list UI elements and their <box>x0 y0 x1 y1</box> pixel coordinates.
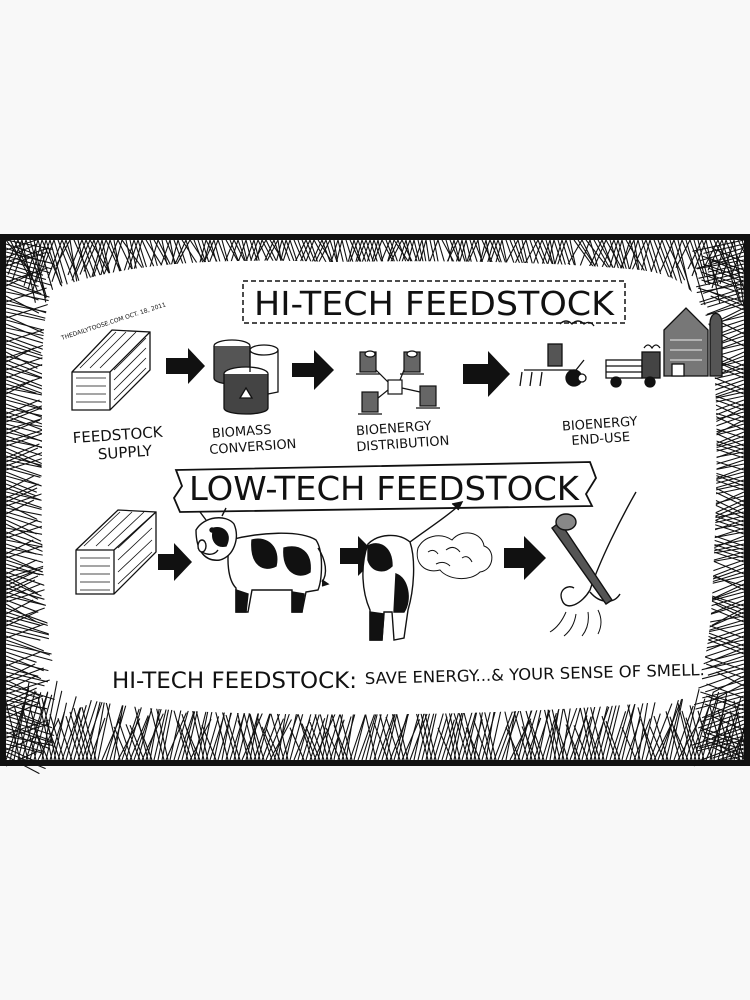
gas-cloud-icon <box>416 532 493 579</box>
arrow-icon <box>340 536 378 576</box>
arrow-icon <box>504 536 546 580</box>
distribution-network-icon <box>356 350 440 415</box>
cow-rear-icon <box>362 501 464 641</box>
step-label-biomass-conversion: BIOMASS CONVERSION <box>209 423 297 458</box>
step-label-feedstock-supply: FEEDSTOCK SUPPLY <box>72 423 164 464</box>
truck-icon <box>605 344 661 388</box>
nose-clothespin-icon <box>549 491 637 637</box>
step-label-bioenergy-end-use: BIOENERGY END-USE <box>562 414 638 449</box>
step-label-line1: BIOENERGY <box>356 419 432 439</box>
low-tech-title: LOW-TECH FEEDSTOCK <box>189 469 580 508</box>
hi-tech-title: HI-TECH FEEDSTOCK <box>254 284 615 323</box>
barn-icon <box>663 307 723 377</box>
arrow-icon <box>463 351 510 397</box>
step-label-line2: DISTRIBUTION <box>356 434 450 455</box>
arrow-icon <box>158 543 192 581</box>
hay-bale-icon <box>75 509 157 595</box>
tractor-icon <box>519 320 595 387</box>
arrow-icon <box>292 350 334 390</box>
step-label-line2: END-USE <box>571 430 631 449</box>
caption-bold: HI-TECH FEEDSTOCK: <box>112 669 357 694</box>
step-label-line1: BIOENERGY <box>562 414 638 434</box>
cow-icon <box>195 507 330 613</box>
barrels-icon <box>213 339 279 415</box>
low-tech-banner: LOW-TECH FEEDSTOCK <box>172 461 597 513</box>
hay-bale-icon <box>71 329 151 411</box>
hi-tech-banner: HI-TECH FEEDSTOCK <box>242 280 626 324</box>
step-label-line2: CONVERSION <box>209 437 297 458</box>
step-label-line2: SUPPLY <box>97 442 153 464</box>
step-label-line1: BIOMASS <box>212 423 273 442</box>
arrow-icon <box>166 348 205 384</box>
step-label-bioenergy-distribution: BIOENERGY DISTRIBUTION <box>356 419 450 455</box>
